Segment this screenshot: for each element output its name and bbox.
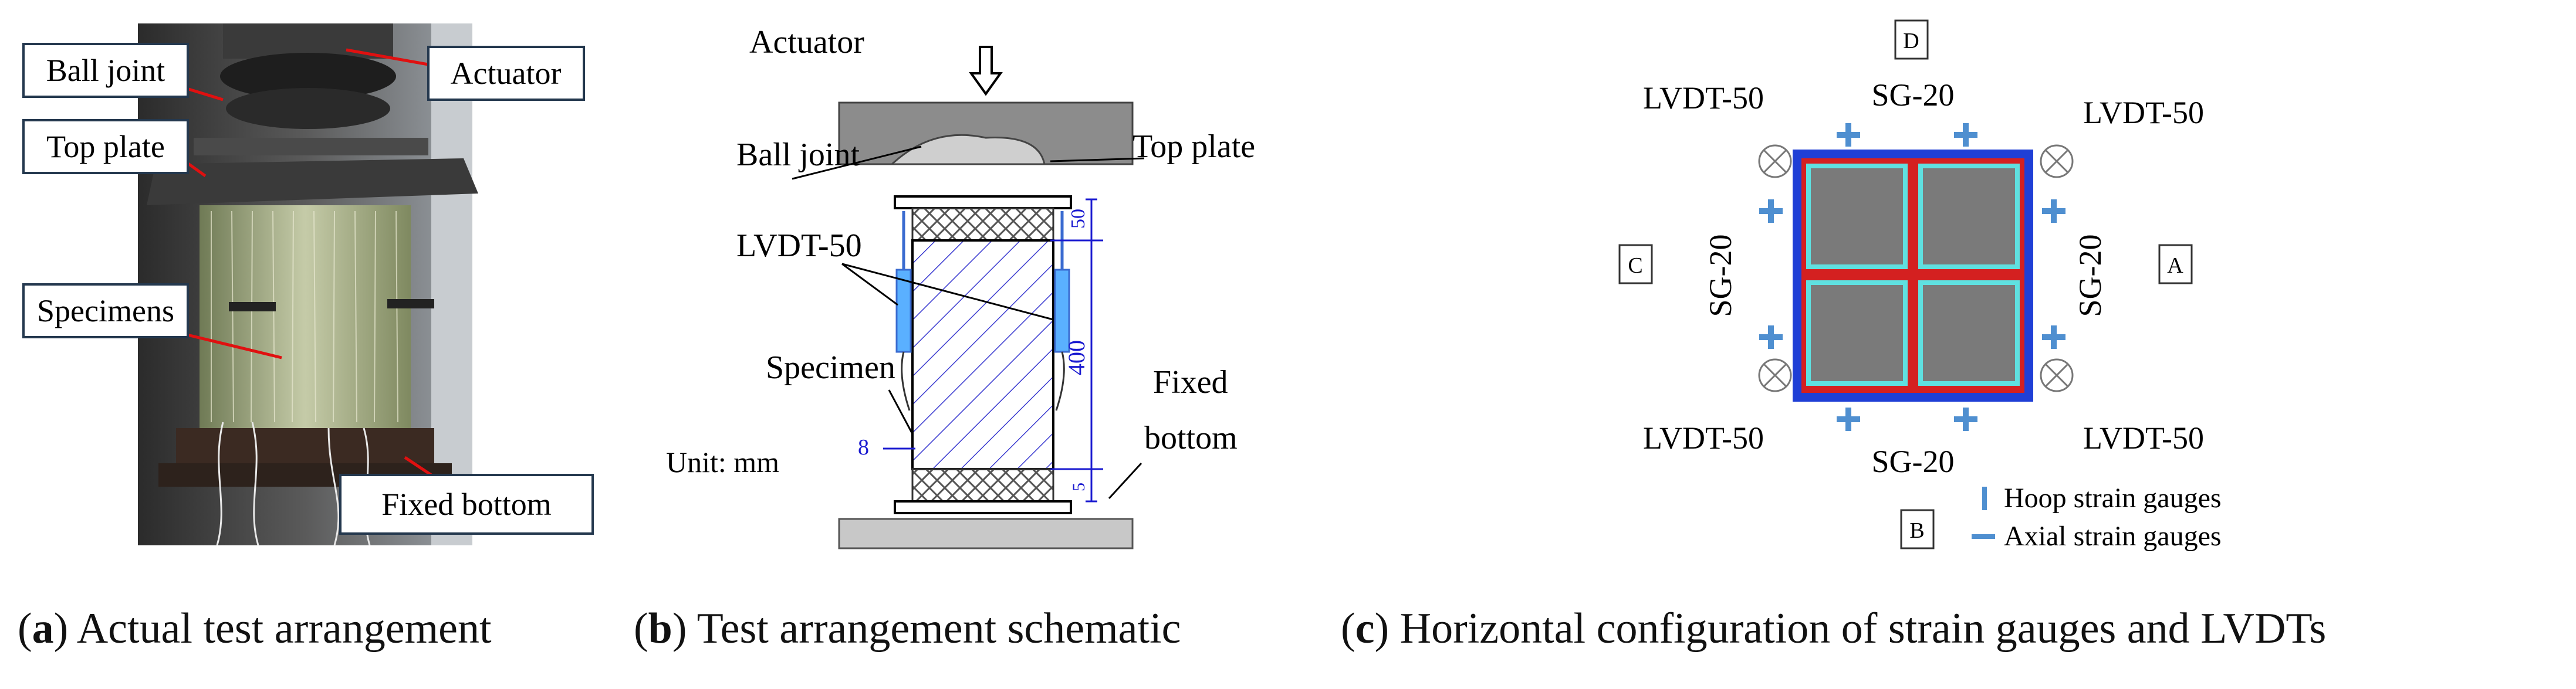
ball-joint-b	[890, 134, 1046, 165]
panel-b-schematic: Actuator Ball joint Top plate LVDT-50 Sp…	[640, 0, 1320, 566]
side-marker-d: D	[1894, 19, 1929, 60]
side-marker-b: B	[1900, 509, 1935, 549]
label-sg-left: SG-20	[1703, 234, 1738, 317]
plan-view-drawing: D C A B LVDT-50 LVDT-50 LVDT-50 LVDT-50 …	[1618, 19, 2222, 552]
svg-text:C: C	[1628, 253, 1642, 278]
svg-text:Fixed bottom: Fixed bottom	[381, 487, 552, 522]
load-arrow-icon	[969, 46, 1003, 96]
caption-c: (c) Horizontal configuration of strain g…	[1341, 605, 2327, 653]
svg-text:Axial strain gauges: Axial strain gauges	[2004, 521, 2222, 552]
strain-gauges	[1759, 123, 2065, 431]
unit-label-b: Unit: mm	[666, 446, 779, 478]
lvdt-markers	[1758, 144, 2074, 392]
label-bottom-b: bottom	[1144, 420, 1238, 456]
label-lvdt-top-left: LVDT-50	[1643, 80, 1764, 116]
dim-height: 400	[1063, 340, 1090, 375]
panel-c-plan: D C A B LVDT-50 LVDT-50 LVDT-50 LVDT-50 …	[1584, 0, 2406, 566]
dimensions-b	[883, 198, 1103, 503]
label-lvdt-bottom-left: LVDT-50	[1643, 420, 1764, 456]
svg-text:Actuator: Actuator	[451, 56, 562, 91]
side-marker-c: C	[1618, 244, 1653, 284]
svg-text:Hoop strain gauges: Hoop strain gauges	[2004, 483, 2222, 514]
actuator-shape	[220, 53, 396, 100]
label-fixed-b: Fixed	[1153, 364, 1228, 400]
svg-text:Ball joint: Ball joint	[46, 53, 165, 88]
label-top-plate: Top plate	[22, 119, 189, 174]
caption-a: (a) Actual test arrangement	[18, 605, 492, 653]
legend-hoop: Hoop strain gauges	[1982, 483, 2222, 514]
dim-gap: 8	[858, 435, 869, 460]
label-lvdt-b: LVDT-50	[736, 228, 862, 264]
label-sg-bottom: SG-20	[1871, 444, 1954, 479]
schematic-drawing: Actuator Ball joint Top plate LVDT-50 Sp…	[666, 24, 1255, 549]
svg-text:B: B	[1909, 518, 1924, 543]
dim-top: 50	[1067, 209, 1089, 229]
panel-a-photo: Ball joint Actuator Top plate Specimens …	[0, 0, 610, 566]
label-ball-joint: Ball joint	[22, 43, 189, 98]
label-lvdt-bottom-right: LVDT-50	[2083, 420, 2204, 456]
legend-axial: Axial strain gauges	[1972, 521, 2222, 552]
label-fixed-bottom: Fixed bottom	[339, 474, 594, 535]
dim-bottom: 5	[1069, 483, 1088, 491]
lvdt-left-b	[895, 211, 912, 411]
label-sg-top: SG-20	[1871, 77, 1954, 113]
svg-text:Top plate: Top plate	[46, 129, 165, 164]
concrete-cells	[1806, 164, 2020, 386]
label-ball-joint-b: Ball joint	[736, 137, 860, 173]
label-specimen-b: Specimen	[766, 349, 895, 386]
base-plate-b	[838, 518, 1134, 549]
label-lvdt-top-right: LVDT-50	[2083, 95, 2204, 130]
caption-b: (b) Test arrangement schematic	[634, 605, 1181, 653]
label-specimens: Specimens	[22, 283, 189, 338]
label-actuator-b: Actuator	[749, 24, 864, 60]
label-actuator: Actuator	[427, 46, 585, 101]
side-marker-a: A	[2158, 244, 2193, 284]
label-top-plate-b: Top plate	[1133, 128, 1255, 165]
top-plate-shape	[147, 158, 478, 205]
svg-text:Specimens: Specimens	[37, 293, 174, 328]
svg-text:A: A	[2167, 253, 2183, 278]
specimen-b	[911, 239, 1054, 470]
specimen-shape	[200, 205, 411, 428]
test-photo: Ball joint Actuator Top plate Specimens …	[22, 23, 594, 546]
svg-text:D: D	[1903, 29, 1919, 53]
label-sg-right: SG-20	[2073, 234, 2108, 317]
